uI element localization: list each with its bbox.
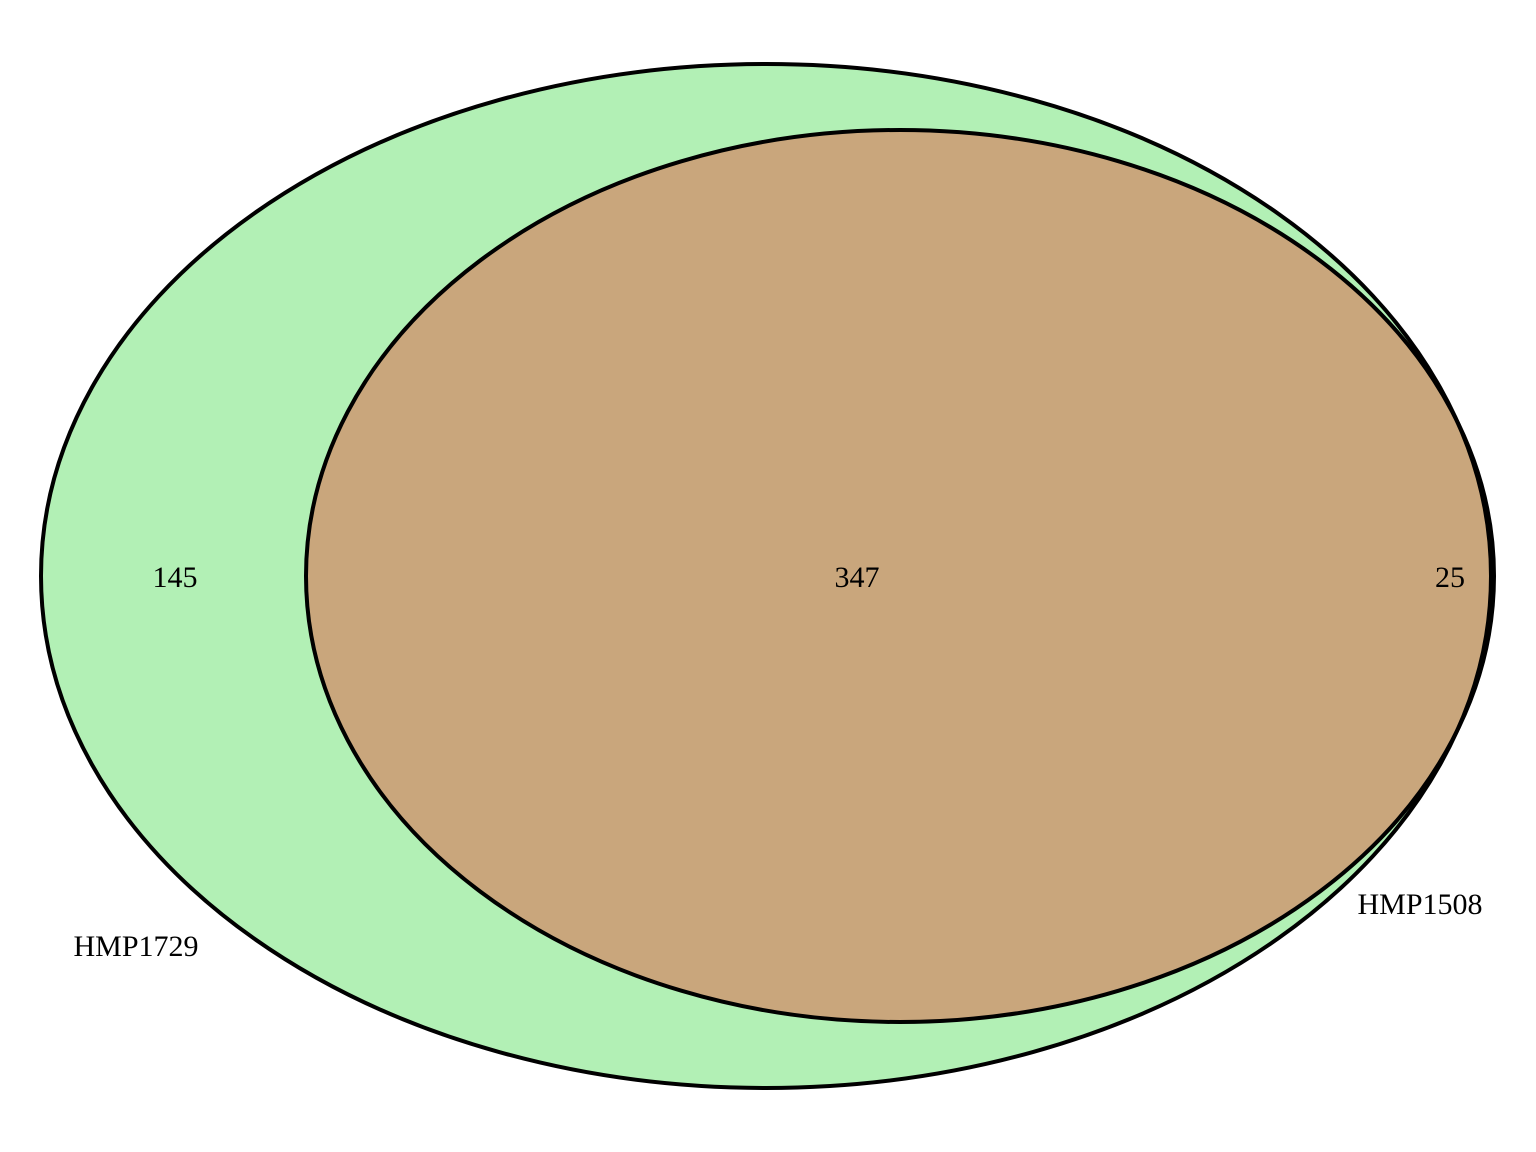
set-hmp1729-outline [39,62,1493,1090]
set-label-hmp1508: HMP1508 [1357,888,1482,921]
count-both: 347 [835,561,880,594]
count-only-hmp1729: 145 [153,561,198,594]
count-only-hmp1508: 25 [1435,561,1465,594]
overlap-region [306,130,1491,1022]
set-label-hmp1729: HMP1729 [73,930,198,963]
set-hmp1508-outline [304,128,1496,1024]
